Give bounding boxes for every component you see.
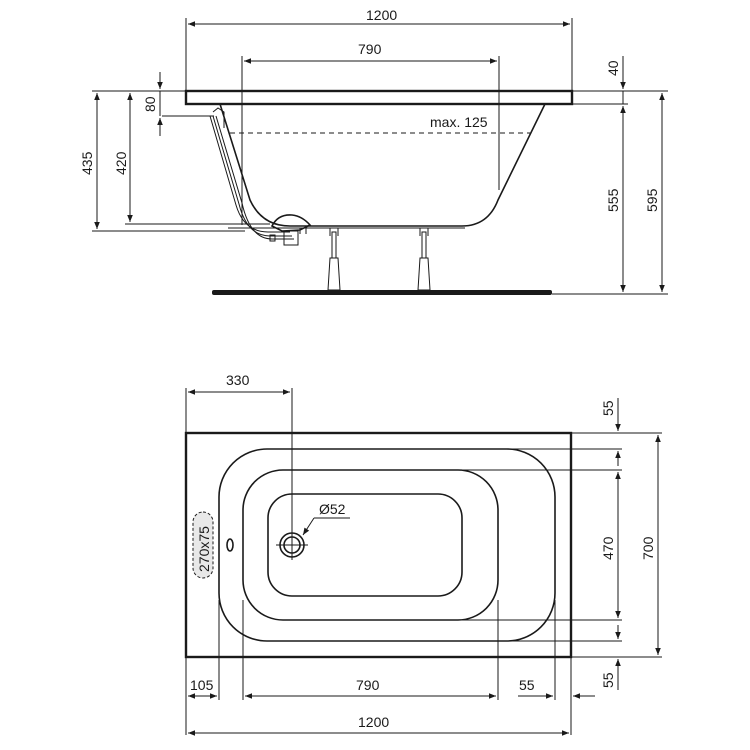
dim-height-435: 435 <box>79 93 100 229</box>
label-panel-cutout: 270x75 <box>196 526 212 572</box>
dim-overall-length-top: 1200 <box>188 714 569 736</box>
label-inner-length-side: 790 <box>358 41 382 57</box>
dim-height-595: 595 <box>644 93 665 292</box>
tub-outline-top <box>184 431 573 659</box>
dim-rim-40: 40 <box>605 56 626 104</box>
dim-margin-bottom-55: 55 <box>600 625 621 690</box>
dim-right-offset-55: 55 <box>518 677 595 699</box>
tub-rim <box>184 89 574 106</box>
label-water-level: max. 125 <box>430 114 488 130</box>
side-view: 1200 790 max. 125 <box>79 7 668 295</box>
tub-body <box>219 103 546 227</box>
dim-inner-width-470: 470 <box>600 472 621 618</box>
dim-margin-top-55: 55 <box>600 398 621 466</box>
dim-inner-length-side: 790 <box>241 41 500 225</box>
label-inner-length-790: 790 <box>356 677 380 693</box>
label-height-435: 435 <box>79 151 95 175</box>
label-overflow-80: 80 <box>142 96 158 112</box>
label-inner-width-470: 470 <box>600 536 616 560</box>
label-overall-length-side: 1200 <box>366 7 397 23</box>
label-overall-length-top: 1200 <box>358 714 389 730</box>
dim-overall-length-side: 1200 <box>185 7 573 100</box>
panel-cutout: 270x75 <box>192 511 214 579</box>
basin-floor <box>267 493 463 597</box>
waste-overflow-pipe <box>209 107 312 246</box>
label-margin-top-55: 55 <box>600 400 616 416</box>
dim-height-420: 420 <box>113 93 133 222</box>
overflow-slot <box>226 538 234 552</box>
dim-overall-width-700: 700 <box>640 435 661 655</box>
top-view: 330 Ø52 270x75 <box>184 372 662 736</box>
label-drain-offset: 330 <box>226 372 250 388</box>
label-overall-width-700: 700 <box>640 536 656 560</box>
label-margin-bottom-55: 55 <box>600 672 616 688</box>
drain-body <box>270 214 312 232</box>
dim-height-555: 555 <box>605 106 626 292</box>
label-left-offset-105: 105 <box>190 677 214 693</box>
drain-trap <box>283 230 299 246</box>
label-right-offset-55: 55 <box>519 677 535 693</box>
dim-inner-length-790: 790 <box>245 677 496 699</box>
dim-overflow-80: 80 <box>142 72 163 136</box>
label-rim-40: 40 <box>605 60 621 76</box>
basin-middle-edge <box>242 469 499 621</box>
dim-left-offset-105: 105 <box>188 677 217 699</box>
label-height-595: 595 <box>644 188 660 212</box>
label-drain-diameter: Ø52 <box>319 501 346 517</box>
label-height-555: 555 <box>605 188 621 212</box>
drain-icon: Ø52 <box>276 501 350 559</box>
floor-line <box>212 290 552 295</box>
support-legs <box>327 231 431 291</box>
basin-outer-edge <box>218 448 556 642</box>
label-height-420: 420 <box>113 151 129 175</box>
